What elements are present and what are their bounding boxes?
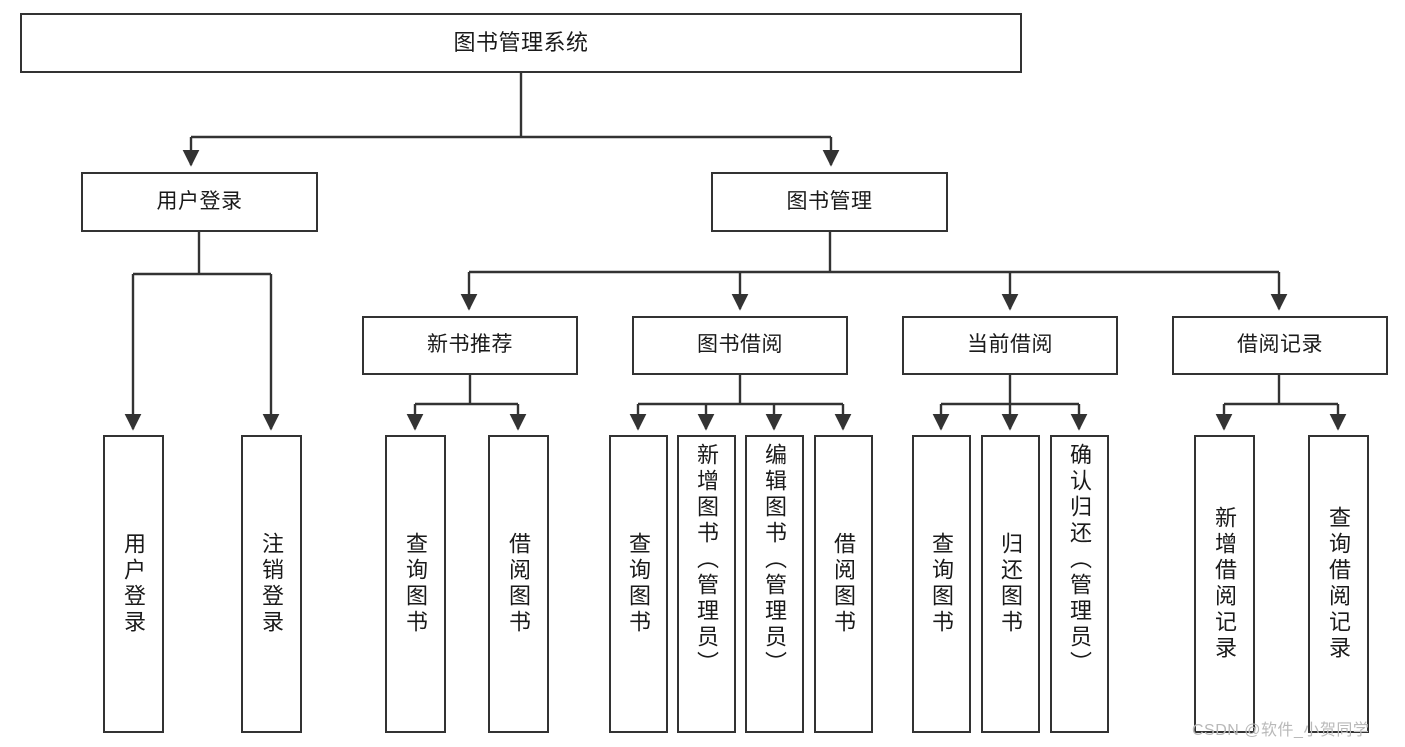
leaf-current-borrow-return-book[interactable]: 归还图书: [981, 435, 1040, 733]
node-label: 查询图书: [626, 532, 652, 636]
csdn-watermark: CSDN @软件_小贺同学: [1192, 722, 1370, 739]
leaf-book-borrow-query-book[interactable]: 查询图书: [609, 435, 668, 733]
node-label: 新书推荐: [427, 333, 513, 357]
node-label: 新增借阅记录: [1212, 506, 1238, 662]
leaf-book-borrow-edit-book-admin[interactable]: 编辑图书（管理员）: [745, 435, 804, 733]
node-label: 查询图书: [403, 532, 429, 636]
node-root-book-management-system[interactable]: 图书管理系统: [20, 13, 1022, 73]
leaf-new-book-borrow-book[interactable]: 借阅图书: [488, 435, 549, 733]
leaf-user-login-login[interactable]: 用户登录: [103, 435, 164, 733]
node-label: 借阅图书: [831, 532, 857, 636]
node-label: 新增图书（管理员）: [694, 443, 720, 677]
leaf-book-borrow-borrow-book[interactable]: 借阅图书: [814, 435, 873, 733]
node-label: 编辑图书（管理员）: [762, 443, 788, 677]
node-label: 注销登录: [259, 532, 285, 636]
leaf-new-book-query-book[interactable]: 查询图书: [385, 435, 446, 733]
node-new-book-recommend[interactable]: 新书推荐: [362, 316, 578, 375]
node-label: 借阅记录: [1237, 333, 1323, 357]
leaf-user-login-logout[interactable]: 注销登录: [241, 435, 302, 733]
node-label: 确认归还（管理员）: [1067, 443, 1093, 677]
node-book-management[interactable]: 图书管理: [711, 172, 948, 232]
node-label: 归还图书: [998, 532, 1024, 636]
leaf-current-borrow-query-book[interactable]: 查询图书: [912, 435, 971, 733]
leaf-book-borrow-add-book-admin[interactable]: 新增图书（管理员）: [677, 435, 736, 733]
leaf-borrow-record-add-record[interactable]: 新增借阅记录: [1194, 435, 1255, 733]
node-label: 查询图书: [929, 532, 955, 636]
leaf-borrow-record-query-record[interactable]: 查询借阅记录: [1308, 435, 1369, 733]
node-label: 图书管理: [786, 189, 873, 213]
node-label: 用户登录: [121, 532, 147, 636]
node-borrow-record[interactable]: 借阅记录: [1172, 316, 1388, 375]
node-book-borrow[interactable]: 图书借阅: [632, 316, 848, 375]
node-label: 查询借阅记录: [1326, 506, 1352, 662]
leaf-current-borrow-confirm-return-admin[interactable]: 确认归还（管理员）: [1050, 435, 1109, 733]
node-label: 图书管理系统: [453, 29, 589, 55]
node-label: 当前借阅: [967, 333, 1053, 357]
node-user-login[interactable]: 用户登录: [81, 172, 318, 232]
node-current-borrow[interactable]: 当前借阅: [902, 316, 1118, 375]
node-label: 图书借阅: [697, 333, 783, 357]
node-label: 用户登录: [156, 189, 243, 213]
node-label: 借阅图书: [506, 532, 532, 636]
